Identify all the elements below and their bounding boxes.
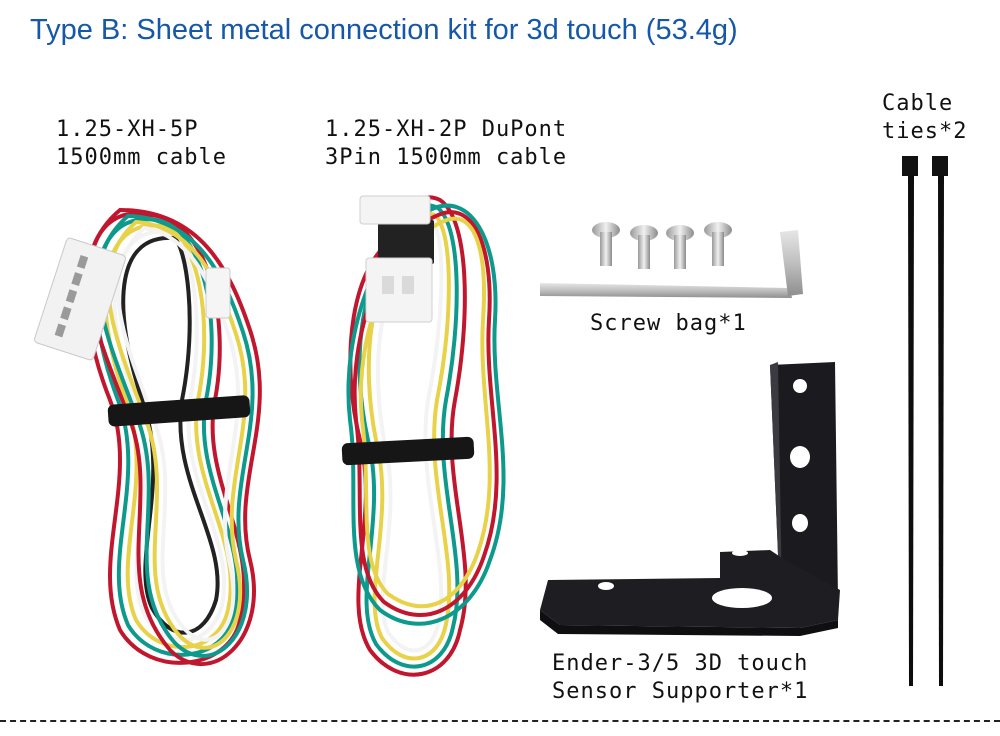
bracket-label: Ender-3/5 3D touch Sensor Supporter*1 (552, 650, 808, 706)
cable-ties-label-line1: Cable (882, 91, 954, 116)
cable-5p-label-line2: 1500mm cable (56, 145, 227, 170)
cable-5p-bundle (34, 207, 262, 666)
page-title: Type B: Sheet metal connection kit for 3… (30, 14, 738, 46)
bottom-dashed-divider (0, 720, 1000, 722)
cable-2p-bundle (341, 195, 506, 677)
sensor-bracket (540, 362, 840, 636)
cable-5p-label-line1: 1.25-XH-5P (56, 117, 199, 142)
cable-5p-label: 1.25-XH-5P 1500mm cable (56, 116, 227, 172)
cable-2p-label: 1.25-XH-2P DuPont 3Pin 1500mm cable (325, 116, 567, 172)
cable-ties-label-line2: ties*2 (882, 119, 968, 144)
cable-2p-label-line1: 1.25-XH-2P DuPont (325, 117, 568, 142)
cable-ties (902, 156, 948, 686)
screw-bag-screws (540, 222, 803, 298)
bracket-label-line1: Ender-3/5 3D touch (552, 651, 809, 676)
cable-ties-label: Cable ties*2 (882, 90, 967, 146)
bracket-label-line2: Sensor Supporter*1 (552, 679, 809, 704)
screw-bag-label: Screw bag*1 (590, 311, 747, 336)
cable-2p-label-line2: 3Pin 1500mm cable (325, 145, 568, 170)
